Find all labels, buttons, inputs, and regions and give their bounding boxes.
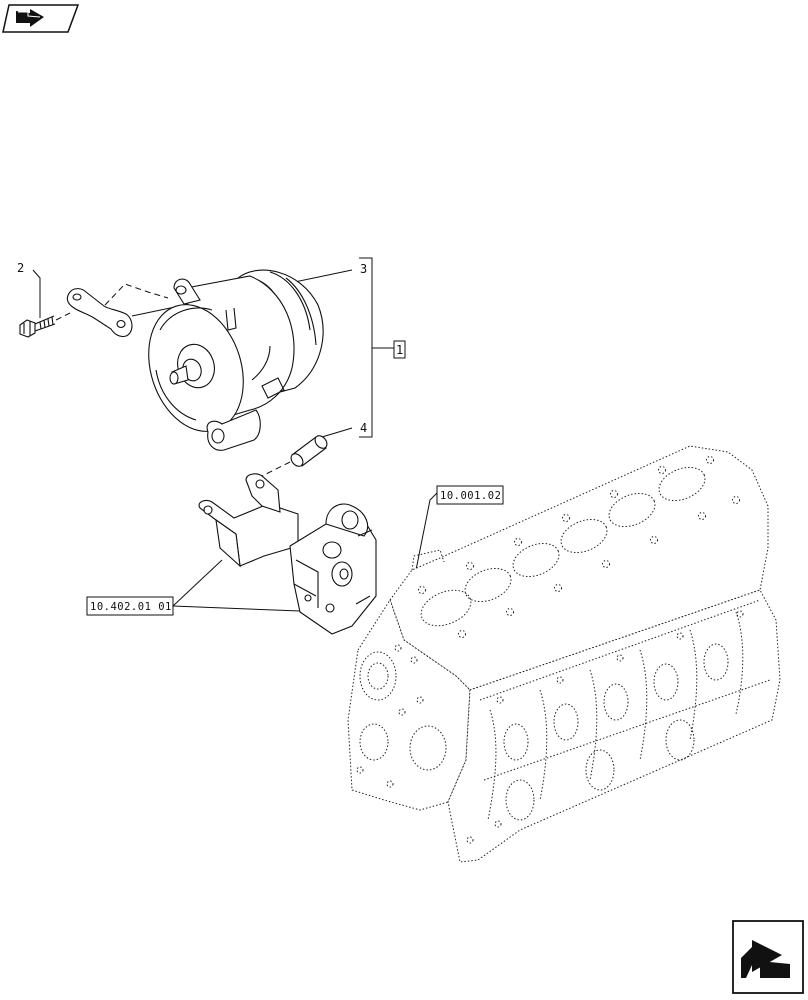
bushing-part <box>261 435 328 477</box>
callout-1: 1 <box>396 343 403 357</box>
ref-engine-block-label: 10.001.02 <box>440 490 501 502</box>
callout-2: 2 <box>17 261 24 275</box>
mounting-bracket-part <box>198 473 299 568</box>
bolt-part <box>19 312 71 338</box>
ref-engine-block[interactable]: 10.001.02 <box>436 485 504 505</box>
engine-block-phantom <box>347 445 781 863</box>
ref-mounting-bracket-label: 10.402.01 01 <box>90 601 172 613</box>
callout-1-box <box>393 340 406 359</box>
alternator-part <box>148 269 324 451</box>
pump-housing-part <box>289 503 377 635</box>
callout-4: 4 <box>360 421 367 435</box>
next-arrow-icon[interactable] <box>732 920 804 994</box>
callout-3: 3 <box>360 262 367 276</box>
back-arrow-icon[interactable] <box>2 4 80 33</box>
ref-mounting-bracket[interactable]: 10.402.01 01 <box>86 596 174 616</box>
head-bolt-holes <box>418 456 740 638</box>
strap-bracket-part <box>66 283 169 338</box>
